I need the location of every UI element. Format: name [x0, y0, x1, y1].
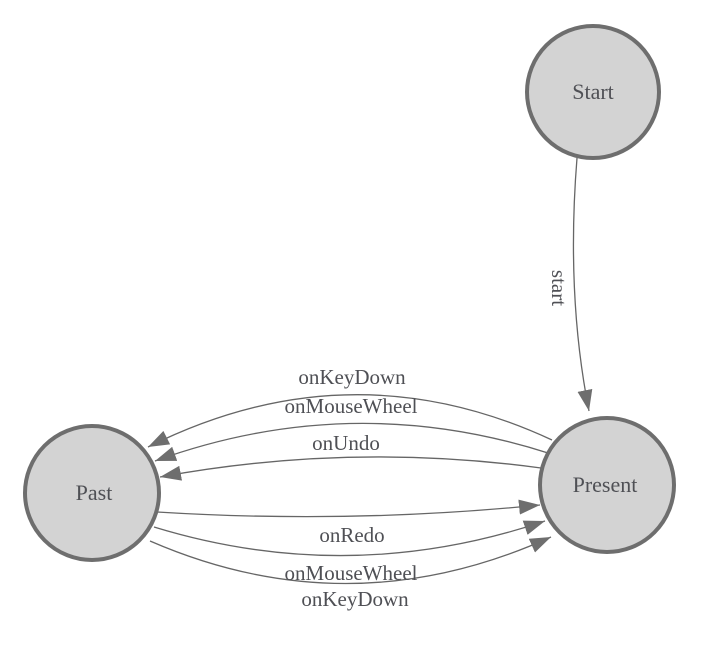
edge-present-to-past-onmousewheel	[154, 422, 549, 462]
state-node-past: Past	[23, 424, 161, 562]
state-label-past: Past	[76, 480, 113, 505]
state-circle-start	[525, 24, 661, 160]
edge-label-onredo: onRedo	[319, 523, 384, 547]
edge-label-onundo: onUndo	[312, 431, 380, 455]
state-node-present: Present	[538, 416, 676, 554]
edge-label-onmousewheel-top: onMouseWheel	[285, 394, 418, 418]
edge-present-to-past-onundo	[159, 456, 542, 481]
state-node-start: Start	[525, 24, 661, 160]
edge-label-onmousewheel-bottom: onMouseWheel	[285, 561, 418, 585]
edge-present-to-past-onkeydown	[147, 394, 553, 448]
edge-start-to-present	[572, 157, 593, 412]
state-label-present: Present	[573, 472, 638, 497]
edge-group	[147, 157, 593, 585]
state-circle-past	[23, 424, 161, 562]
edge-label-group: start onKeyDown onMouseWheel onUndo onRe…	[285, 270, 571, 611]
edge-label-start: start	[547, 270, 571, 306]
state-label-start: Start	[572, 79, 614, 104]
edge-past-to-present-onmousewheel	[153, 520, 546, 557]
edge-past-to-present-onredo	[156, 499, 541, 518]
state-circle-present	[538, 416, 676, 554]
node-group: Start Present Past	[23, 24, 676, 562]
edge-past-to-present-onkeydown	[149, 536, 552, 585]
edge-label-onkeydown-bottom: onKeyDown	[301, 587, 409, 611]
edge-label-onkeydown-top: onKeyDown	[298, 365, 406, 389]
